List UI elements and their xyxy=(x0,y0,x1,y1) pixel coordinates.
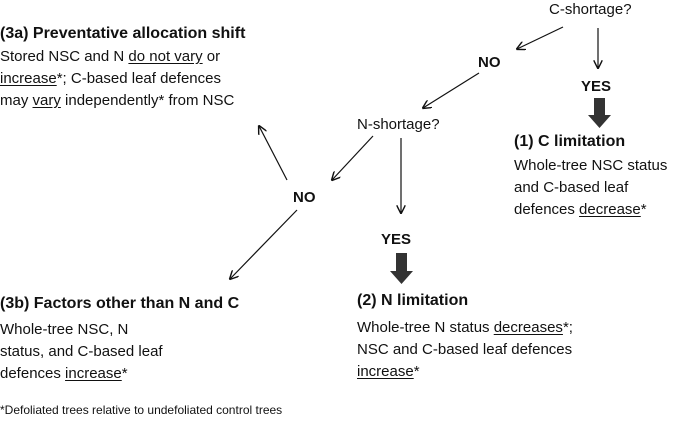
block-arrow-c-limitation xyxy=(588,98,611,128)
arrow-no-to-3a xyxy=(259,126,288,181)
outcome-3b-line-3: defences increase* xyxy=(0,365,128,382)
outcome-1-line-2: and C-based leaf xyxy=(514,179,629,196)
outcome-3a-line-1: Stored NSC and N do not vary or xyxy=(0,48,221,65)
outcome-3b-line-2: status, and C-based leaf xyxy=(0,343,163,360)
outcome-2-title: (2) N limitation xyxy=(357,292,469,309)
arrow-c-to-no xyxy=(517,26,564,49)
outcome-1-line-1: Whole-tree NSC status xyxy=(514,157,668,174)
outcome-3a-line-2: increase*; C-based leaf defences xyxy=(0,70,221,87)
arrow-n-to-no xyxy=(332,135,374,180)
c-shortage-yes-label: YES xyxy=(581,78,612,95)
outcome-2-line-3: increase* xyxy=(357,363,420,380)
outcome-2-line-2: NSC and C-based leaf defences xyxy=(357,341,573,358)
c-shortage-no-label: NO xyxy=(478,54,501,71)
outcome-3b-line-1: Whole-tree NSC, N xyxy=(0,321,129,338)
arrow-no-to-3b xyxy=(230,209,298,279)
n-shortage-no-label: NO xyxy=(293,189,316,206)
outcome-3a-line-3: may vary independently* from NSC xyxy=(0,92,235,109)
footnote: *Defoliated trees relative to undefoliat… xyxy=(0,403,283,417)
outcome-2-line-1: Whole-tree N status decreases*; xyxy=(357,319,573,336)
n-shortage-yes-label: YES xyxy=(381,231,412,248)
c-shortage-question: C-shortage? xyxy=(549,1,632,18)
arrow-no-to-n-shortage xyxy=(423,72,480,108)
outcome-3b-title: (3b) Factors other than N and C xyxy=(0,295,240,312)
outcome-1-title: (1) C limitation xyxy=(514,133,626,150)
n-shortage-question: N-shortage? xyxy=(357,116,440,133)
outcome-3a-title: (3a) Preventative allocation shift xyxy=(0,25,246,42)
outcome-1-line-3: defences decrease* xyxy=(514,201,647,218)
block-arrow-n-limitation xyxy=(390,253,413,284)
